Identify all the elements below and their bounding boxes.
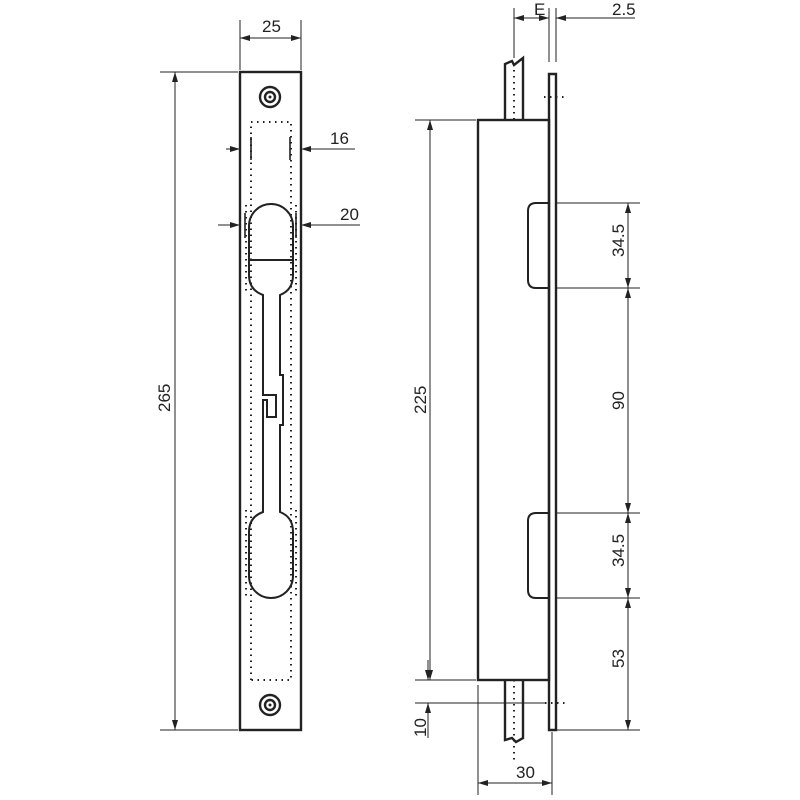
dim-slot-width: 16 xyxy=(330,129,349,148)
dim-plate-width: 25 xyxy=(262,17,281,36)
lower-notch xyxy=(527,512,549,599)
side-view: 34.5 90 34.5 53 225 10 30 E 2.5 xyxy=(411,0,640,795)
dim-total-length: 265 xyxy=(155,384,174,412)
mounting-plate xyxy=(547,72,558,732)
dim-notch-spacing: 90 xyxy=(609,391,628,410)
bottom-screw-hole-icon xyxy=(258,693,282,717)
top-rod xyxy=(503,55,525,120)
dim-e: E xyxy=(534,0,545,19)
dim-body-length: 225 xyxy=(411,386,430,414)
dim-rod-offset: 10 xyxy=(411,718,430,737)
top-screw-hole-icon xyxy=(258,85,282,109)
dim-upper-notch: 34.5 xyxy=(609,224,628,257)
bolt-slot-outline xyxy=(248,203,294,599)
dim-oval-width: 20 xyxy=(340,205,359,224)
dim-plate-thickness: 2.5 xyxy=(612,0,636,19)
hidden-outline xyxy=(250,121,292,681)
dim-bottom-offset: 53 xyxy=(609,649,628,668)
dim-body-depth: 30 xyxy=(516,763,535,782)
front-view: 25 265 16 20 xyxy=(155,17,360,732)
face-plate xyxy=(238,70,303,732)
upper-notch xyxy=(527,202,549,289)
dim-lower-notch: 34.5 xyxy=(609,534,628,567)
